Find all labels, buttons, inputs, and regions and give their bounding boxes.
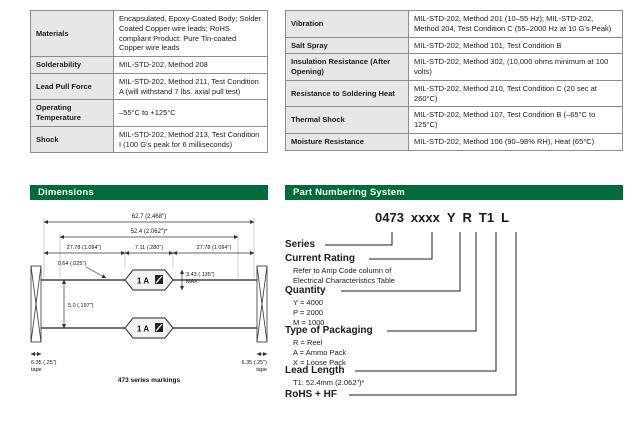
table-row: Vibration MIL-STD-202, Method 201 (10–55… [285,10,623,38]
environmental-spec-table: Vibration MIL-STD-202, Method 201 (10–55… [285,10,623,151]
dim-body-diameter-max: MAX [186,279,198,285]
pn-item-label: RoHS + HF [285,389,337,400]
part-numbering-header: Part Numbering System [285,185,623,200]
dimensions-header: Dimensions [30,185,268,200]
pn-item-note: Refer to Amp Code column of [293,266,392,275]
pn-item-option: X = Loose Pack [293,358,346,367]
table-row: Resistance to Soldering Heat MIL-STD-202… [285,79,623,108]
table-row: Insulation Resistance (After Opening) MI… [285,53,623,81]
brand-mark-icon [155,275,163,284]
table-row: Thermal Shock MIL-STD-202, Method 107, T… [285,106,623,134]
pn-item-rohs: RoHS + HF [285,389,337,401]
row-label: Moisture Resistance [285,132,409,151]
code-lead-length: T1 [478,210,495,225]
pn-item-lead-length: Lead Length T1: 52.4mm (2.062")* [285,365,364,387]
pn-item-label: Current Rating [285,253,355,264]
table-row: Materials Encapsulated, Epoxy-Coated Bod… [30,10,268,57]
pn-item-label: Series [285,239,316,250]
part-numbering-panel: 0473 xxxx Y R T1 L Series Current Rating… [285,206,623,403]
row-value: MIL-STD-202, Method 106 (90–98% RH), Hea… [408,132,623,151]
pn-item-option: P = 2000 [293,308,324,317]
table-row: Moisture Resistance MIL-STD-202, Method … [285,132,623,151]
table-row: Salt Spray MIL-STD-202, Method 101, Test… [285,36,623,55]
right-table-wrap: Vibration MIL-STD-202, Method 201 (10–55… [285,10,623,182]
row-value: MIL-STD-202, Method 211, Test Condition … [113,72,268,101]
materials-spec-table: Materials Encapsulated, Epoxy-Coated Bod… [30,10,268,154]
dim-body-length: 7.11 (.280") [135,245,163,251]
fuse-marking-bottom: 1 A [137,325,149,334]
dim-lead-diameter: 0.64 (.025") [58,261,87,267]
tape-carrier-left [30,265,42,343]
row-label: Resistance to Soldering Heat [285,79,409,108]
pn-item-current-rating: Current Rating Refer to Amp Code column … [285,253,395,285]
row-label: Vibration [285,10,409,38]
row-value: MIL-STD-202, Method 107, Test Condition … [408,106,623,134]
fuse-marking-top: 1 A [137,277,149,286]
dim-tape-pitch: 5.0 (.197") [68,303,94,309]
part-numbering-section: Part Numbering System 0473 xxxx Y [285,185,623,403]
dim-body-diameter: 3.43 (.135") [186,272,215,278]
fuse-bottom: 1 A [41,317,257,339]
row-value: MIL-STD-202, Method 201 (10–55 Hz); MIL-… [408,10,623,38]
row-value: MIL-STD-202, Method 208 [113,56,268,74]
dim-lead-right: 27.78 (1.094") [197,245,232,251]
code-quantity: Y [446,210,456,225]
drawing-caption: 473 series markings [118,377,181,384]
tape-word-left-label: tape [31,367,42,373]
code-packaging: R [462,210,472,225]
row-value: –55°C to +125°C [113,99,268,127]
table-row: Operating Temperature –55°C to +125°C [30,99,268,127]
row-value: Encapsulated, Epoxy-Coated Body; Solder … [113,10,268,57]
tape-width-left-label: 6.35 (.25") [31,360,57,366]
table-row: Solderability MIL-STD-202, Method 208 [30,56,268,74]
row-value: MIL-STD-202, Method 302, (10,000 ohms mi… [408,53,623,81]
dimensions-section: Dimensions [30,185,268,403]
pn-item-option: R = Reel [293,338,323,347]
pn-item-option: M = 1000 [293,318,325,327]
code-rohs: L [501,210,510,225]
pn-item-series: Series [285,239,315,251]
spec-tables: Materials Encapsulated, Epoxy-Coated Bod… [30,10,623,182]
pn-item-packaging: Type of Packaging R = Reel A = Ammo Pack… [285,325,373,367]
row-value: MIL-STD-202, Method 210, Test Condition … [408,79,623,108]
row-value: MIL-STD-202, Method 213, Test Condition … [113,125,268,154]
row-label: Shock [30,125,114,154]
tape-word-right-label: tape [256,367,267,373]
brand-mark-icon [155,323,163,332]
row-label: Insulation Resistance (After Opening) [285,53,409,81]
row-label: Lead Pull Force [30,72,114,101]
row-label: Salt Spray [285,36,409,55]
left-table-wrap: Materials Encapsulated, Epoxy-Coated Bod… [30,10,268,182]
dimensions-drawing: 62.7 (2.468") 52.4 (2.062")* 27.78 (1.09… [30,214,268,384]
row-label: Materials [30,10,114,57]
pn-item-quantity: Quantity Y = 4000 P = 2000 M = 1000 [285,285,326,327]
pn-item-option: Y = 4000 [293,298,324,307]
dim-lead-spacing: 52.4 (2.062")* [131,229,168,235]
pn-item-option: A = Ammo Pack [293,348,347,357]
pn-item-label: Quantity [285,285,326,296]
pn-item-label: Type of Packaging [285,325,373,336]
row-label: Solderability [30,56,114,74]
row-label: Thermal Shock [285,106,409,134]
dim-total-length: 62.7 (2.468") [132,214,167,220]
dim-lead-left: 27.78 (1.094") [67,245,102,251]
table-row: Lead Pull Force MIL-STD-202, Method 211,… [30,72,268,101]
tape-carrier-right [256,265,268,343]
code-series: 0473 [375,210,404,225]
part-number-leader-lines [325,232,517,396]
row-label: Operating Temperature [30,99,114,127]
row-value: MIL-STD-202, Method 101, Test Condition … [408,36,623,55]
pn-item-note: Electrical Characteristics Table [293,276,395,285]
code-current-rating: xxxx [410,210,440,225]
pn-item-option: T1: 52.4mm (2.062")* [293,378,365,387]
bottom-sections: Dimensions [30,185,623,403]
tape-width-right-label: 6.35 (.25") [242,360,268,366]
pn-item-label: Lead Length [285,365,345,376]
part-number-code: 0473 xxxx Y R T1 L [375,210,509,225]
table-row: Shock MIL-STD-202, Method 213, Test Cond… [30,125,268,154]
fuse-top: 1 A [41,269,257,291]
